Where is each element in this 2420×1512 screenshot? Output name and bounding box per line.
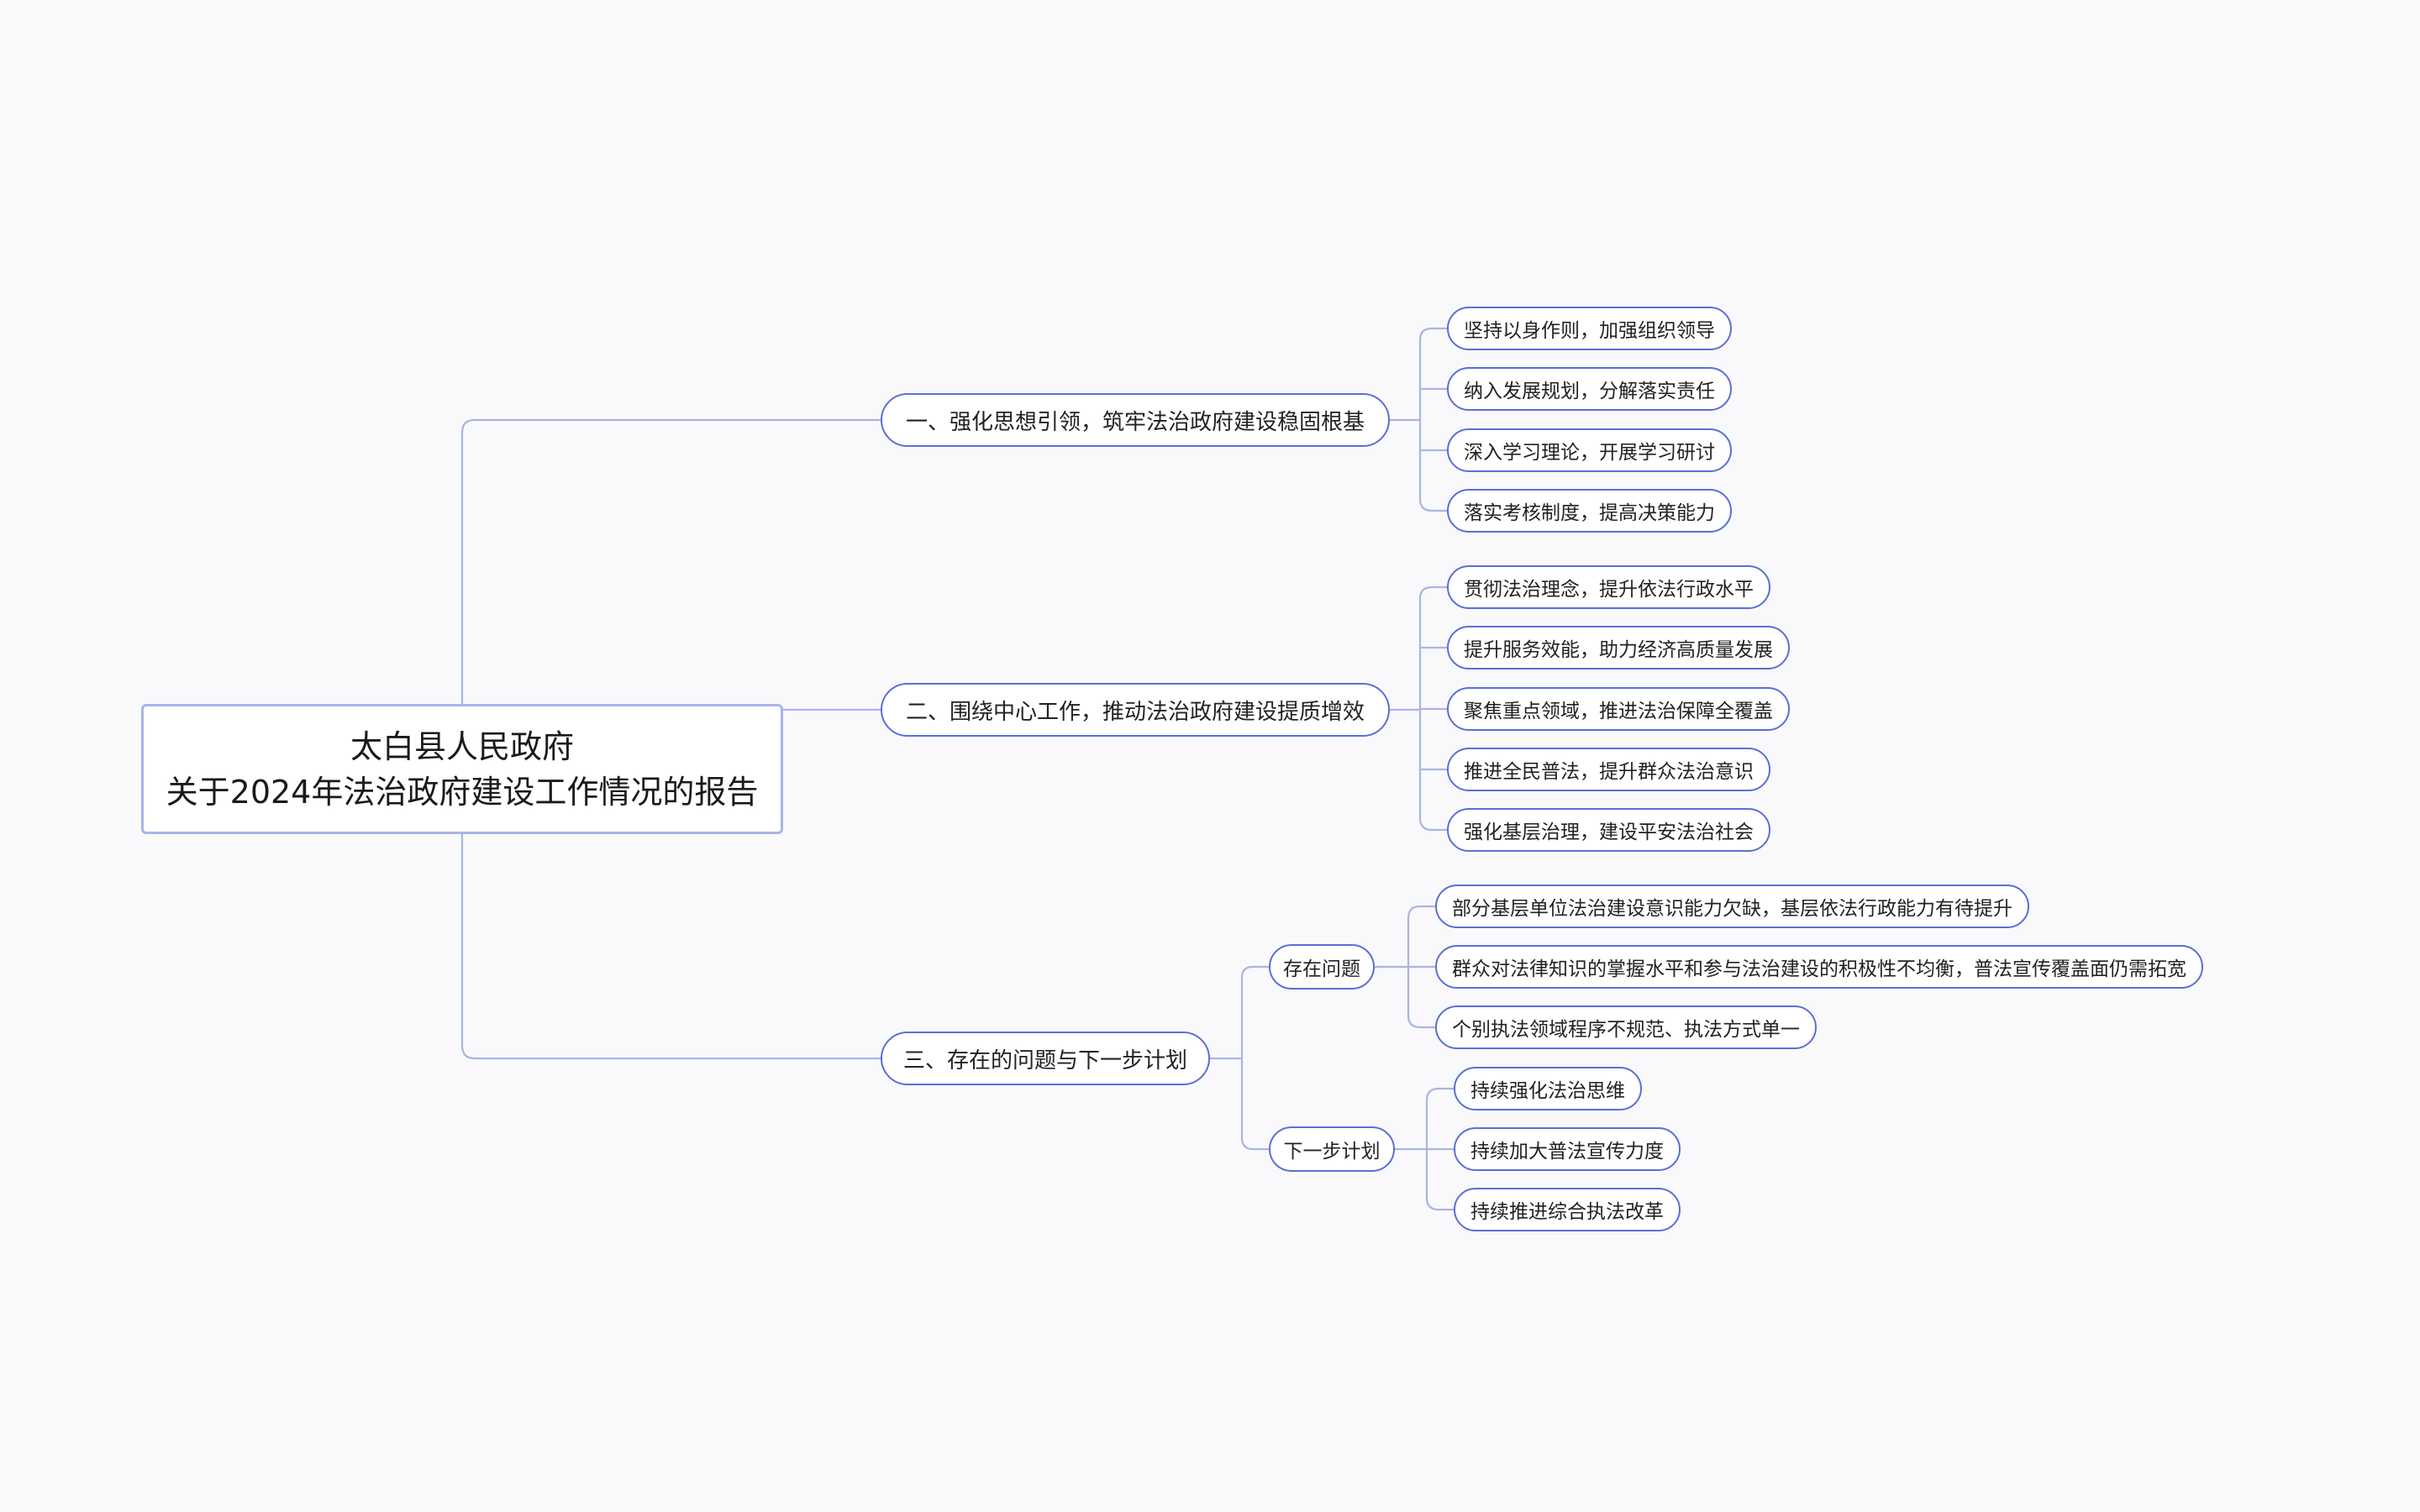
connector-root-branch3 [460, 834, 881, 1060]
leaf-topic[interactable]: 坚持以身作则，加强组织领导 [1447, 307, 1732, 350]
connector-problems-leaves [1375, 905, 1435, 1029]
connector-branch3-groups [1210, 965, 1269, 1151]
leaf-topic[interactable]: 群众对法律知识的掌握水平和参与法治建设的积极性不均衡，普法宣传覆盖面仍需拓宽 [1435, 945, 2203, 989]
leaf-topic[interactable]: 持续加大普法宣传力度 [1454, 1127, 1681, 1171]
leaf-topic[interactable]: 强化基层治理，建设平安法治社会 [1447, 808, 1770, 852]
leaf-topic[interactable]: 纳入发展规划，分解落实责任 [1447, 367, 1732, 411]
branch-topic-2[interactable]: 二、围绕中心工作，推动法治政府建设提质增效 [881, 683, 1390, 737]
leaf-topic[interactable]: 推进全民普法，提升群众法治意识 [1447, 748, 1770, 791]
leaf-topic[interactable]: 落实考核制度，提高决策能力 [1447, 489, 1732, 533]
root-title-line2: 关于2024年法治政府建设工作情况的报告 [166, 773, 759, 811]
connector-branch2-leaves [1390, 585, 1447, 832]
branch-topic-1[interactable]: 一、强化思想引领，筑牢法治政府建设稳固根基 [881, 393, 1390, 447]
connector-plans-leaves [1395, 1087, 1454, 1211]
leaf-topic[interactable]: 贯彻法治理念，提升依法行政水平 [1447, 565, 1770, 609]
leaf-topic[interactable]: 个别执法领域程序不规范、执法方式单一 [1435, 1005, 1817, 1049]
leaf-topic[interactable]: 深入学习理论，开展学习研讨 [1447, 428, 1732, 472]
connector-branch1-leaves [1390, 327, 1447, 512]
leaf-topic[interactable]: 持续推进综合执法改革 [1454, 1188, 1681, 1231]
branch-topic-3[interactable]: 三、存在的问题与下一步计划 [881, 1032, 1210, 1085]
root-title-line1: 太白县人民政府 [350, 727, 574, 765]
subtopic-next-steps[interactable]: 下一步计划 [1269, 1126, 1395, 1172]
subtopic-problems[interactable]: 存在问题 [1269, 944, 1375, 990]
leaf-topic[interactable]: 聚焦重点领域，推进法治保障全覆盖 [1447, 687, 1790, 731]
leaf-topic[interactable]: 部分基层单位法治建设意识能力欠缺，基层依法行政能力有待提升 [1435, 885, 2029, 928]
leaf-topic[interactable]: 持续强化法治思维 [1454, 1067, 1642, 1110]
root-topic[interactable]: 太白县人民政府 关于2024年法治政府建设工作情况的报告 [141, 704, 783, 834]
connector-root-branch1 [460, 418, 881, 704]
leaf-topic[interactable]: 提升服务效能，助力经济高质量发展 [1447, 626, 1790, 669]
